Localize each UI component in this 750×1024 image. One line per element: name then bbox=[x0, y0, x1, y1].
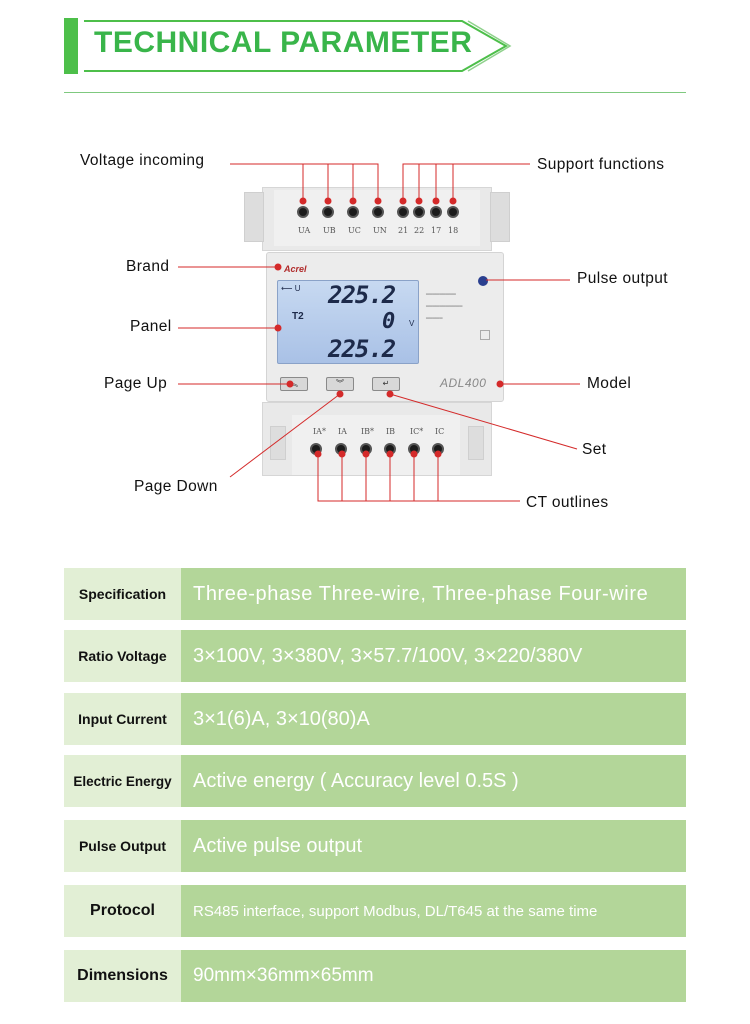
terminal-un bbox=[372, 206, 384, 218]
terminal-label: IB* bbox=[361, 427, 375, 436]
lcd-line-2: 0 bbox=[382, 309, 395, 334]
label-ct-outlines: CT outlines bbox=[526, 494, 609, 511]
header-accent-bar bbox=[64, 18, 78, 74]
device-bottom-right-clip bbox=[468, 426, 484, 460]
spec-key: Pulse Output bbox=[64, 820, 181, 872]
spec-value: 3×1(6)A, 3×10(80)A bbox=[181, 693, 686, 745]
lcd-indicator-icon: ⟵ U bbox=[281, 284, 301, 293]
terminal-label: IA bbox=[338, 427, 347, 436]
spec-value: 90mm×36mm×65mm bbox=[181, 950, 686, 1002]
spec-row-protocol: Protocol RS485 interface, support Modbus… bbox=[64, 885, 686, 937]
spec-value: Active energy ( Accuracy level 0.5S ) bbox=[181, 755, 686, 807]
terminal-label: 18 bbox=[448, 226, 459, 235]
spec-row-dimensions: Dimensions 90mm×36mm×65mm bbox=[64, 950, 686, 1002]
spec-value: RS485 interface, support Modbus, DL/T645… bbox=[181, 885, 686, 937]
spec-key: Dimensions bbox=[64, 950, 181, 1002]
lcd-line-3: 225.2 bbox=[328, 335, 396, 363]
spec-key: Electric Energy bbox=[64, 755, 181, 807]
spec-key: Input Current bbox=[64, 693, 181, 745]
lcd-line-1: 225.2 bbox=[328, 281, 396, 309]
spec-row-input-current: Input Current 3×1(6)A, 3×10(80)A bbox=[64, 693, 686, 745]
spec-key: Ratio Voltage bbox=[64, 630, 181, 682]
panel-fine-print: ━━━━━ bbox=[426, 316, 443, 322]
spec-value: Active pulse output bbox=[181, 820, 686, 872]
terminal-uc bbox=[347, 206, 359, 218]
spec-key: Specification bbox=[64, 568, 181, 620]
label-panel: Panel bbox=[130, 318, 172, 335]
label-support-functions: Support functions bbox=[537, 156, 665, 173]
panel-fine-print: ━━━━━━━━━━━ bbox=[426, 304, 463, 310]
header-arrow-frame bbox=[84, 20, 512, 72]
terminal-label: IC* bbox=[410, 427, 424, 436]
label-pulse-output: Pulse output bbox=[577, 270, 668, 287]
terminal-label: 22 bbox=[414, 226, 425, 235]
panel-fine-print: ━━━━━━━━━ bbox=[426, 292, 456, 298]
callout-lines bbox=[178, 163, 580, 502]
label-page-down: Page Down bbox=[134, 478, 218, 495]
terminal-17 bbox=[430, 206, 442, 218]
spec-row-electric-energy: Electric Energy Active energy ( Accuracy… bbox=[64, 755, 686, 807]
terminal-label: 21 bbox=[398, 226, 409, 235]
spec-row-pulse-output: Pulse Output Active pulse output bbox=[64, 820, 686, 872]
page-title: TECHNICAL PARAMETER bbox=[94, 26, 473, 59]
terminal-label: UB bbox=[323, 226, 336, 235]
spec-key: Protocol bbox=[64, 885, 181, 937]
label-model: Model bbox=[587, 375, 632, 392]
terminal-ua bbox=[297, 206, 309, 218]
terminal-ub bbox=[322, 206, 334, 218]
terminal-label: IC bbox=[435, 427, 445, 436]
device-left-clip bbox=[244, 192, 264, 242]
page-down-button[interactable]: ︾ bbox=[326, 377, 354, 391]
terminal-label: UA bbox=[298, 226, 311, 235]
lcd-unit: V bbox=[409, 319, 415, 328]
terminal-label: UC bbox=[348, 226, 361, 235]
pulse-output-led bbox=[478, 276, 488, 286]
terminal-18 bbox=[447, 206, 459, 218]
label-page-up: Page Up bbox=[104, 375, 168, 392]
spec-value: 3×100V, 3×380V, 3×57.7/100V, 3×220/380V bbox=[181, 630, 686, 682]
lcd-display: ⟵ U 225.2 T2 0 V 225.2 bbox=[277, 280, 419, 364]
device-bottom-left-clip bbox=[270, 426, 286, 460]
header-divider bbox=[64, 92, 686, 93]
terminal-22 bbox=[413, 206, 425, 218]
model-mark: ADL400 bbox=[440, 376, 487, 390]
terminal-21 bbox=[397, 206, 409, 218]
spec-value: Three-phase Three-wire, Three-phase Four… bbox=[181, 568, 686, 620]
spec-row-specification: Specification Three-phase Three-wire, Th… bbox=[64, 568, 686, 620]
terminal-label: IA* bbox=[313, 427, 326, 436]
spec-row-ratio-voltage: Ratio Voltage 3×100V, 3×380V, 3×57.7/100… bbox=[64, 630, 686, 682]
device-diagram: UA UB UC UN 21 22 17 18 Acrel ━━━━━━━━━ … bbox=[0, 140, 750, 520]
terminal-label: UN bbox=[373, 226, 387, 235]
lcd-tariff: T2 bbox=[292, 311, 304, 322]
terminal-label: IB bbox=[386, 427, 396, 436]
device-right-clip bbox=[490, 192, 510, 242]
label-brand: Brand bbox=[126, 258, 170, 275]
set-button[interactable]: ↵ bbox=[372, 377, 400, 391]
label-set: Set bbox=[582, 441, 607, 458]
brand-logo: Acrel bbox=[284, 264, 307, 274]
label-voltage-incoming: Voltage incoming bbox=[80, 152, 205, 169]
terminal-label: 17 bbox=[431, 226, 442, 235]
certification-mark-icon bbox=[480, 330, 490, 340]
